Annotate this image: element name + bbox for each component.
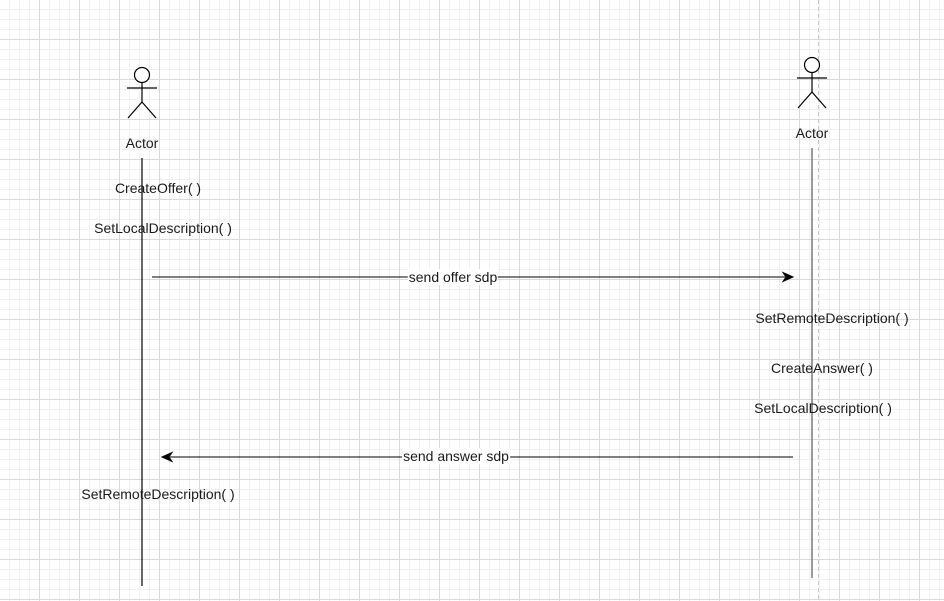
actor-1-figure[interactable] (127, 66, 157, 119)
set-remote-description-step-2[interactable]: SetRemoteDescription( ) (755, 310, 909, 326)
create-offer-step[interactable]: CreateOffer( ) (114, 180, 202, 196)
actor-1-head (133, 66, 151, 84)
send-offer-label[interactable]: send offer sdp (407, 269, 499, 285)
actor-2-figure[interactable] (797, 56, 827, 109)
actor-2-head (803, 56, 821, 74)
set-remote-description-step-1[interactable]: SetRemoteDescription( ) (81, 486, 235, 502)
actor-2-left-leg (797, 91, 813, 109)
set-local-description-step-1[interactable]: SetLocalDescription( ) (94, 220, 232, 236)
actor-2-right-leg (811, 91, 827, 109)
send-offer-arrowhead (781, 271, 795, 283)
actor-1-right-leg (141, 101, 157, 119)
actor-1-label: Actor (125, 135, 159, 151)
send-answer-arrowhead (160, 451, 174, 463)
actor-1-left-leg (127, 101, 143, 119)
set-local-description-step-2[interactable]: SetLocalDescription( ) (754, 400, 892, 416)
create-answer-step[interactable]: CreateAnswer( ) (771, 360, 873, 376)
actor-2-label: Actor (795, 125, 829, 141)
send-answer-label[interactable]: send answer sdp (402, 448, 510, 464)
